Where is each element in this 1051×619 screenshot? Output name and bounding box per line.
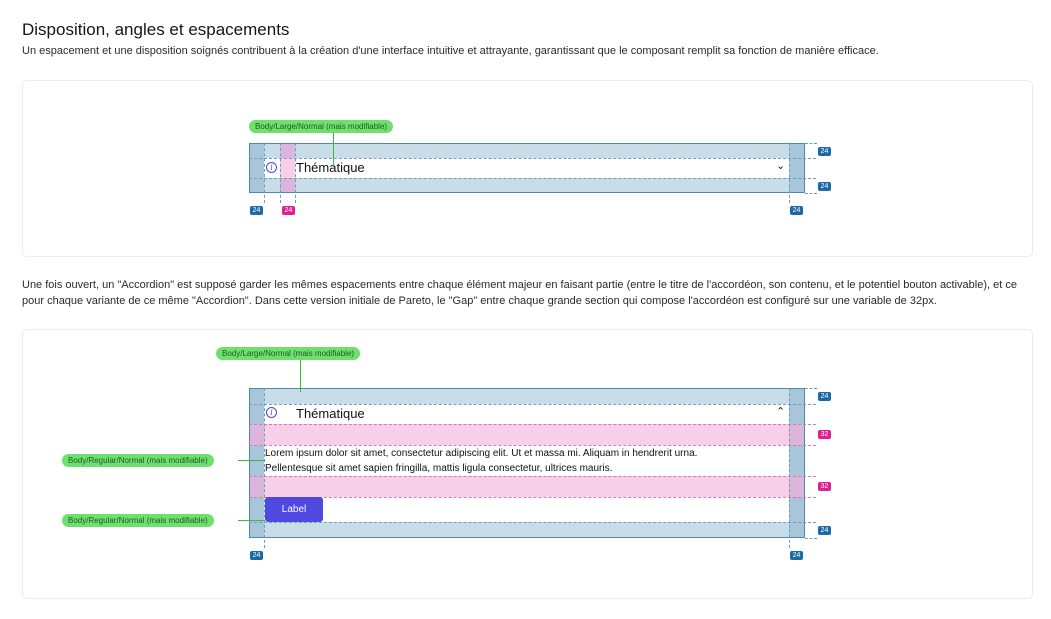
accordion-content-line1: Lorem ipsum dolor sit amet, consectetur … bbox=[265, 448, 698, 459]
content-row bbox=[264, 445, 789, 476]
gap-zone-2-left bbox=[249, 476, 264, 497]
annotation-connector bbox=[238, 460, 265, 461]
section-intro: Un espacement et une disposition soignés… bbox=[22, 45, 879, 57]
gap-zone-1-right bbox=[789, 424, 805, 445]
guide-line bbox=[249, 404, 816, 405]
typography-annotation: Body/Large/Normal (mais modifiable) bbox=[249, 120, 394, 133]
annotation-connector bbox=[300, 359, 301, 392]
accordion-frame bbox=[249, 143, 805, 193]
chevron-up-icon[interactable]: ⌃ bbox=[776, 406, 786, 418]
left-padding-zone bbox=[249, 143, 264, 193]
header-row bbox=[264, 404, 789, 424]
gap-zone-1-left bbox=[249, 424, 264, 445]
spacing-badge-left: 24 bbox=[250, 206, 263, 215]
guide-line bbox=[295, 143, 296, 203]
gap-badge-2: 32 bbox=[818, 482, 831, 491]
accordion-content-line2: Pellentesque sit amet sapien fringilla, … bbox=[265, 463, 613, 474]
guide-line bbox=[249, 424, 816, 425]
annotation-connector bbox=[238, 520, 265, 521]
gap-zone-2-right bbox=[789, 476, 805, 497]
gap-zone-2 bbox=[264, 476, 789, 497]
section-title: Disposition, angles et espacements bbox=[22, 20, 290, 39]
icon-gap-top bbox=[280, 143, 295, 158]
guide-line bbox=[249, 158, 816, 159]
spacing-badge-top: 24 bbox=[818, 392, 831, 401]
guide-line bbox=[249, 178, 816, 179]
spacing-badge-right: 24 bbox=[790, 551, 803, 560]
spacing-badge-icon-gap: 24 bbox=[282, 206, 295, 215]
guide-line bbox=[264, 143, 265, 203]
guide-line bbox=[249, 522, 816, 523]
guide-line bbox=[805, 388, 817, 389]
spacing-badge-bottom: 24 bbox=[818, 182, 831, 191]
button-typography-annotation: Body/Regular/Normal (mais modifiable) bbox=[62, 514, 214, 527]
guide-line bbox=[280, 143, 281, 203]
gap-description-line2: pour chaque variante de ce même "Accordi… bbox=[22, 295, 937, 307]
spacing-badge-bottom: 24 bbox=[818, 526, 831, 535]
guide-line bbox=[789, 388, 790, 548]
label-button[interactable]: Label bbox=[265, 497, 323, 522]
spacing-badge-right: 24 bbox=[790, 206, 803, 215]
annotation-connector bbox=[333, 133, 334, 167]
accordion-frame bbox=[249, 388, 805, 538]
header-row bbox=[264, 158, 789, 178]
info-circle-icon: i bbox=[266, 162, 277, 173]
content-typography-annotation: Body/Regular/Normal (mais modifiable) bbox=[62, 454, 214, 467]
gap-badge-1: 32 bbox=[818, 430, 831, 439]
guide-line bbox=[249, 497, 816, 498]
guide-line bbox=[805, 143, 817, 144]
chevron-down-icon[interactable]: ⌄ bbox=[776, 160, 786, 172]
guide-line bbox=[249, 445, 816, 446]
spacing-badge-left: 24 bbox=[250, 551, 263, 560]
accordion-title: Thématique bbox=[296, 160, 365, 175]
spacing-badge-top: 24 bbox=[818, 147, 831, 156]
guide-line bbox=[805, 193, 817, 194]
accordion-title: Thématique bbox=[296, 406, 365, 421]
button-row bbox=[264, 497, 789, 522]
gap-zone-1 bbox=[264, 424, 789, 445]
title-typography-annotation: Body/Large/Normal (mais modifiable) bbox=[216, 347, 361, 360]
icon-gap-bottom bbox=[280, 178, 295, 193]
guide-line bbox=[805, 538, 817, 539]
info-circle-icon: i bbox=[266, 407, 277, 418]
guide-line bbox=[249, 476, 816, 477]
guide-line bbox=[264, 388, 265, 548]
icon-gap-zone bbox=[280, 158, 295, 178]
guide-line bbox=[789, 143, 790, 203]
right-padding-zone bbox=[789, 143, 805, 193]
gap-description-line1: Une fois ouvert, un "Accordion" est supp… bbox=[22, 279, 1017, 291]
